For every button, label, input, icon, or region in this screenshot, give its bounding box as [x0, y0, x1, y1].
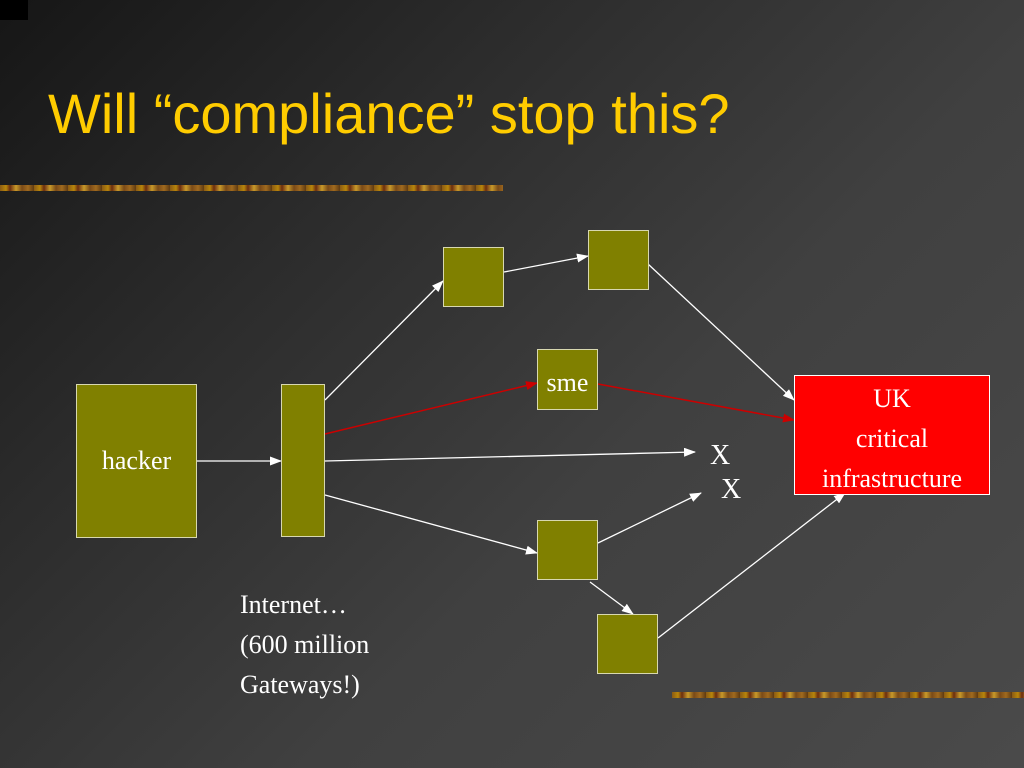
sme-label: sme [546, 368, 589, 397]
uk-critical-infrastructure-node: UK critical infrastructure [794, 375, 990, 495]
arrow-top-node-to-target [647, 263, 795, 401]
arrow-gateway-to-lower-node [324, 494, 538, 555]
internet-note-line-1: Internet… [240, 590, 347, 619]
sme-node: sme [537, 349, 598, 410]
bottom-node [597, 614, 658, 674]
upper-node [443, 247, 504, 307]
blocked-mark-upper: X [710, 440, 731, 471]
arrow-bottom-node-to-target [657, 492, 846, 639]
internet-note: Internet… (600 million Gateways!) [240, 585, 369, 705]
arrow-gateway-blocked [324, 447, 696, 462]
hacker-label: hacker [101, 446, 172, 475]
gateway-node [281, 384, 325, 537]
blocked-mark-lower: X [721, 474, 742, 505]
corner-mark [0, 0, 28, 20]
internet-note-line-3: Gateways!) [240, 670, 360, 699]
slide-title: Will “compliance” stop this? [48, 82, 730, 145]
internet-note-line-2: (600 million [240, 630, 370, 659]
hacker-node: hacker [76, 384, 197, 538]
target-label-line-2: critical [855, 424, 929, 453]
arrow-upper-node-to-top-node [503, 253, 589, 273]
target-label-line-1: UK [873, 384, 911, 413]
arrow-lower-node-blocked [597, 492, 702, 544]
decorative-divider-bottom [672, 692, 1024, 698]
arrow-sme-to-target-attack [597, 383, 795, 423]
target-label-line-3: infrastructure [821, 464, 963, 493]
decorative-divider-top [0, 185, 503, 191]
top-node [588, 230, 649, 290]
arrow-gateway-to-sme-attack [324, 381, 538, 435]
arrow-lower-node-to-bottom-node [589, 581, 634, 615]
lower-node [537, 520, 598, 580]
arrow-gateway-to-upper-node [324, 280, 444, 401]
